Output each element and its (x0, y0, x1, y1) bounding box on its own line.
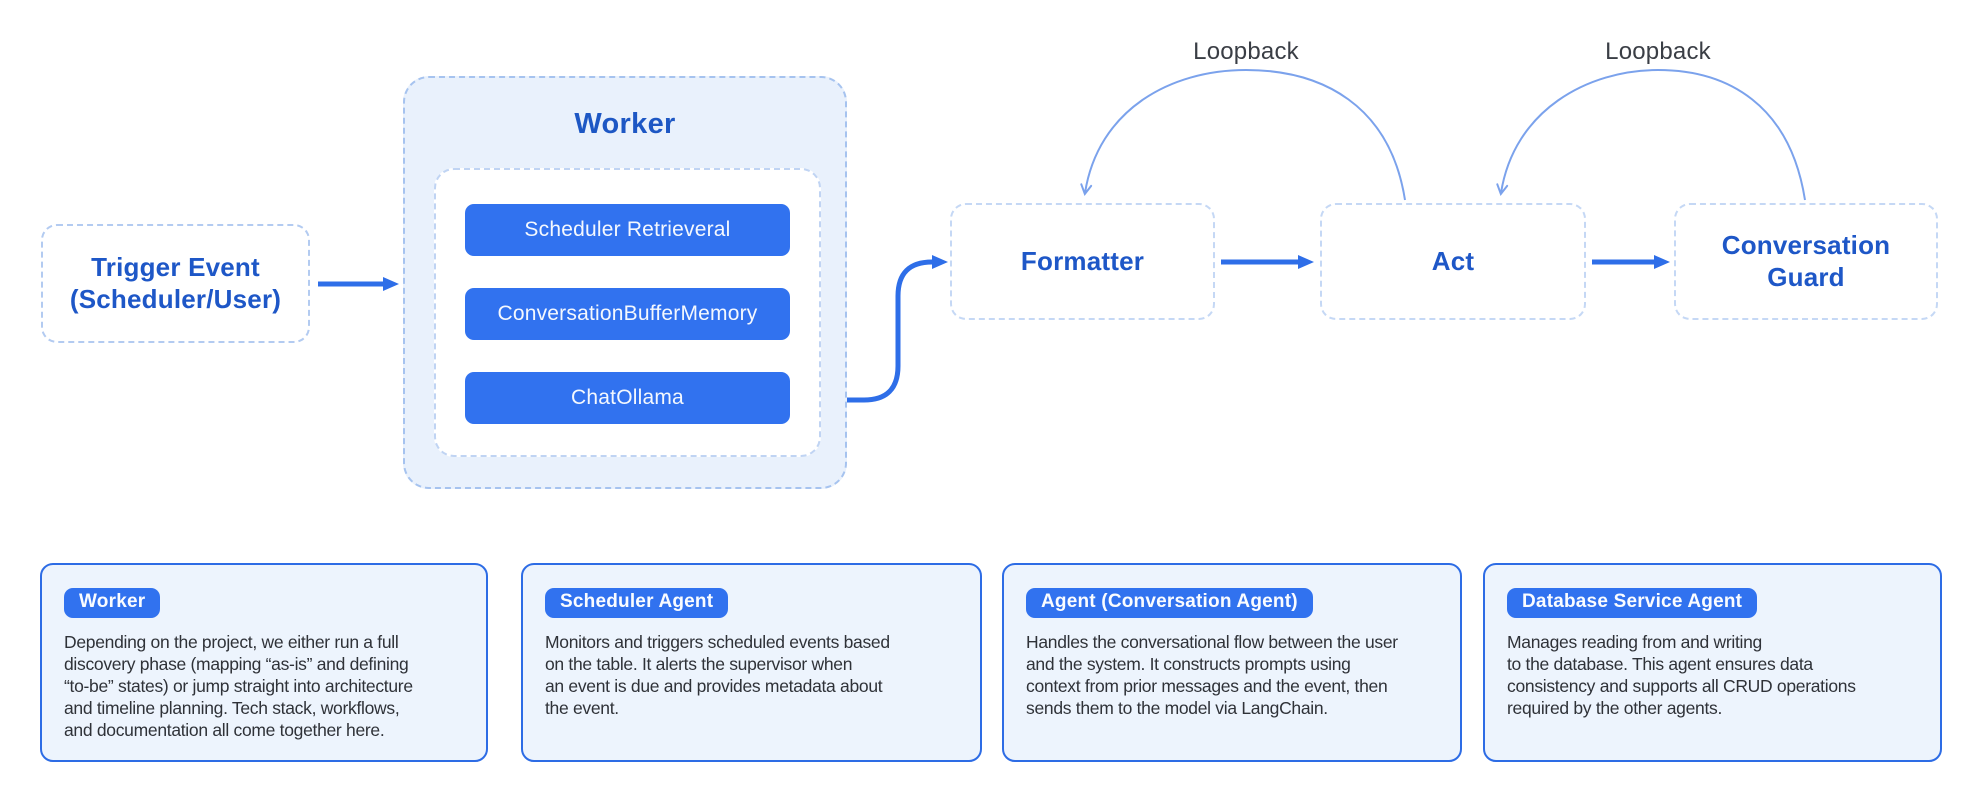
formatter-label: Formatter (1020, 245, 1145, 276)
conversation-guard-label: Conversation Guard (1721, 229, 1891, 292)
loopback-arc-act-to-formatter (1080, 68, 1406, 201)
module-chat-ollama: ChatOllama (465, 372, 790, 424)
worker-modules-panel: Scheduler Retrieveral ConversationBuffer… (434, 168, 821, 457)
loopback-arc-guard-to-act (1496, 68, 1806, 201)
worker-group-title: Worker (574, 108, 676, 140)
formatter-node: Formatter (950, 203, 1215, 320)
card-worker-description: Depending on the project, we either run … (64, 632, 413, 740)
trigger-event-label: Trigger Event (Scheduler/User) (69, 251, 282, 314)
conversation-guard-node: Conversation Guard (1674, 203, 1938, 320)
card-scheduler-agent-badge: Scheduler Agent (545, 588, 729, 618)
loopback-label-1: Loopback (1193, 38, 1299, 65)
card-scheduler-agent: Scheduler Agent Monitors and triggers sc… (521, 563, 982, 762)
card-conversation-agent: Agent (Conversation Agent) Handles the c… (1002, 563, 1462, 762)
card-database-service-agent-badge: Database Service Agent (1507, 588, 1758, 618)
card-scheduler-agent-description: Monitors and triggers scheduled events b… (545, 632, 890, 718)
module-scheduler-retrieveral: Scheduler Retrieveral (465, 204, 790, 256)
card-database-service-agent-description: Manages reading from and writing to the … (1507, 632, 1856, 718)
loopback-label-2: Loopback (1605, 38, 1711, 65)
act-label: Act (1431, 245, 1475, 276)
card-conversation-agent-description: Handles the conversational flow between … (1026, 632, 1398, 718)
card-database-service-agent: Database Service Agent Manages reading f… (1483, 563, 1942, 762)
act-node: Act (1320, 203, 1586, 320)
card-worker: Worker Depending on the project, we eith… (40, 563, 488, 762)
card-worker-badge: Worker (64, 588, 161, 618)
trigger-event-node: Trigger Event (Scheduler/User) (41, 224, 310, 343)
card-conversation-agent-badge: Agent (Conversation Agent) (1026, 588, 1313, 618)
module-conversation-buffer-memory: ConversationBufferMemory (465, 288, 790, 340)
worker-group: Worker Scheduler Retrieveral Conversatio… (403, 76, 847, 489)
